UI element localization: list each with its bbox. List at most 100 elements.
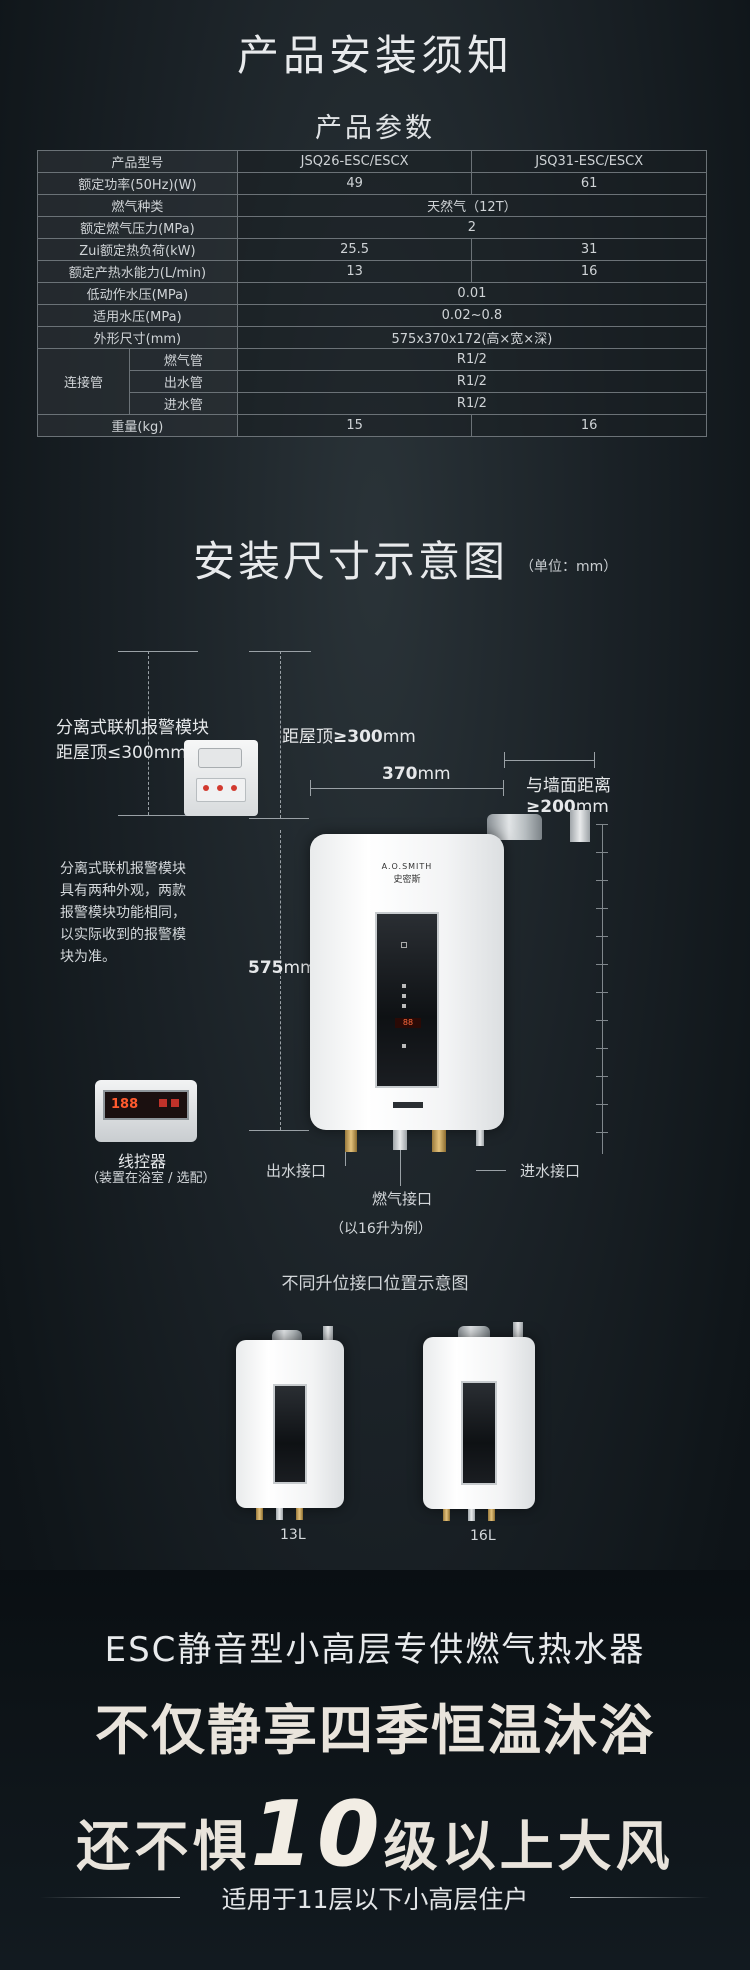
table-row: 外形尺寸(mm) 575x370x172(高×宽×深) [37,326,708,349]
inlet-label: 进水接口 [520,1162,581,1180]
dimension-tick [503,780,504,796]
flue-pipe [458,1326,490,1340]
water-heater-image: A.O.SMITH 史密斯 88 [310,834,504,1130]
table-cell: 产品型号 [37,150,238,173]
wall-scale [594,824,608,1154]
gas-connector [393,1130,407,1150]
footer-divider-left [40,1897,180,1898]
table-row: 适用水压(MPa) 0.02~0.8 [37,304,708,327]
table-cell: 25.5 [236,238,473,261]
roof-distance-label: 距屋顶≥300mm [282,727,416,747]
drain-connector [476,1130,484,1146]
controller-note: （装置在浴室 / 选配） [86,1171,216,1186]
module-note: 分离式联机报警模块 具有两种外观，两款 报警模块功能相同， 以实际收到的报警模 … [60,861,186,965]
callout-line [345,1152,346,1166]
vent-pipe [570,810,590,842]
table-cell: 连接管 [37,348,130,415]
example-note: （以16升为例） [330,1221,432,1237]
compare-title: 不同升位接口位置示意图 [281,1274,469,1294]
table-cell: 燃气管 [128,348,238,371]
footer-line-4: 适用于11层以下小高层住户 [221,1885,529,1914]
wired-controller-image: 188 [95,1080,197,1142]
table-row: 额定功率(50Hz)(W) 49 61 [37,172,707,195]
dimension-tick [594,752,595,768]
table-row: 出水管 R1/2 [38,370,708,393]
table-cell: 适用水压(MPa) [37,304,238,327]
section-title: 安装尺寸示意图 [193,537,509,586]
table-cell: 16 [471,260,707,283]
table-cell: Zui额定热负荷(kW) [37,238,238,261]
connector [443,1509,450,1521]
brand-logo-cn: 史密斯 [393,875,421,885]
table-cell: 额定燃气压力(MPa) [37,216,238,239]
spec-table: 产品型号 JSQ26-ESC/ESCX JSQ31-ESC/ESCX 额定功率(… [37,150,708,437]
alarm-module-image [184,740,258,816]
table-cell: 49 [236,172,473,195]
footer-divider-right [570,1897,710,1898]
gas-label: 燃气接口 [372,1190,433,1208]
width-label: 370mm [382,764,451,784]
wall-dimension-line [504,760,594,761]
footer-line-2: 不仅静享四季恒温沐浴 [95,1699,655,1762]
dimension-line [118,651,198,652]
table-row: 燃气种类 天然气（12T） [37,194,708,217]
model-16l-label: 16L [470,1528,496,1544]
table-cell: 15 [236,414,473,437]
footer-line-3: 还不惧10级以上大风 [76,1782,674,1887]
table-cell: 天然气（12T） [236,194,708,217]
footer-banner [0,1570,750,1970]
table-row: Zui额定热负荷(kW) 25.5 31 [37,238,707,261]
table-cell: 出水管 [128,370,238,393]
table-row: 连接管 燃气管 R1/2 [37,348,708,415]
height-label: 575mm [248,958,317,978]
table-cell: R1/2 [236,392,708,415]
table-cell: 额定产热水能力(L/min) [37,260,238,283]
table-cell: 额定功率(50Hz)(W) [37,172,238,195]
table-cell: 0.01 [236,282,708,305]
model-13l-label: 13L [280,1527,306,1543]
dimension-line [280,830,281,1130]
table-cell: R1/2 [236,348,708,371]
table-cell: JSQ31-ESC/ESCX [471,150,707,173]
outlet-connector [345,1130,357,1152]
table-cell: 0.02~0.8 [236,304,708,327]
dimension-line [249,1130,309,1131]
table-cell: 2 [236,216,708,239]
page-title: 产品安装须知 [236,31,513,80]
unit-note: （单位：mm） [520,559,618,575]
dimension-line [148,651,149,815]
table-cell: 13 [236,260,473,283]
table-cell: 575x370x172(高×宽×深) [236,326,708,349]
width-dimension-line [310,788,504,789]
outlet-label: 出水接口 [266,1162,327,1180]
vent-pipe [513,1322,523,1340]
connector [256,1508,263,1520]
dimension-tick [504,752,505,768]
dimension-line [118,815,198,816]
table-cell: 31 [471,238,707,261]
dimension-line [280,651,281,818]
callout-line [400,1150,401,1186]
dimension-line [249,818,309,819]
table-row: 额定燃气压力(MPa) 2 [37,216,708,239]
table-row: 产品型号 JSQ26-ESC/ESCX JSQ31-ESC/ESCX [37,150,707,173]
connector [468,1509,475,1521]
footer-line-1: ESC静音型小高层专供燃气热水器 [104,1630,646,1670]
table-row: 重量(kg) 15 16 [37,414,707,437]
module-title: 分离式联机报警模块 距屋顶≤300mm [56,718,209,763]
table-cell: 低动作水压(MPa) [37,282,238,305]
heater-16l-image [423,1337,535,1509]
heater-13l-image [236,1340,344,1508]
table-cell: 燃气种类 [37,194,238,217]
table-cell: 重量(kg) [37,414,238,437]
brand-logo: A.O.SMITH [381,862,433,871]
control-panel: 88 [375,912,439,1088]
wall-distance-label: 与墙面距离 ≥200mm [526,776,611,817]
table-cell: 16 [471,414,707,437]
connector [296,1508,303,1520]
inlet-connector [432,1130,446,1152]
dimension-tick [310,780,311,796]
connector [488,1509,495,1521]
vent-pipe [323,1326,333,1344]
